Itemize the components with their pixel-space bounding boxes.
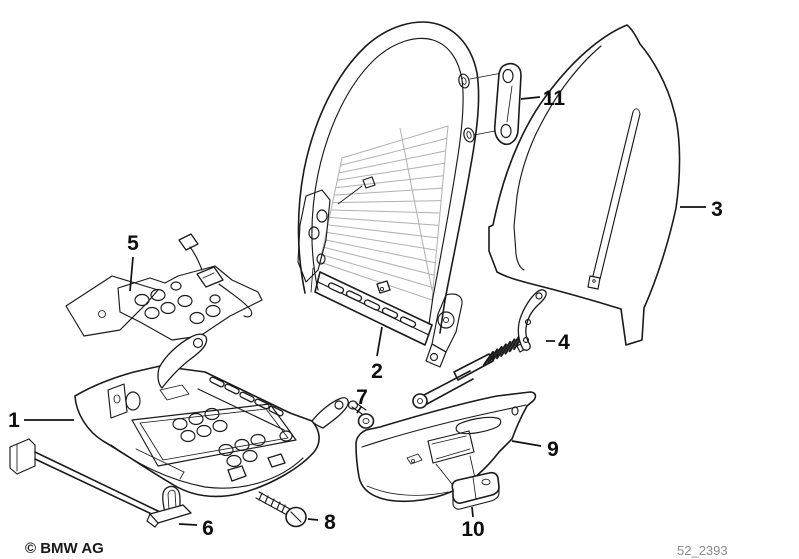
pan-left-arm bbox=[157, 333, 208, 389]
callout-4-label[interactable]: 4 bbox=[558, 331, 570, 354]
bar-right-bracket bbox=[146, 485, 192, 528]
callout-9-label[interactable]: 9 bbox=[547, 438, 559, 461]
side-trim-panel bbox=[355, 391, 537, 503]
handle-recess bbox=[455, 416, 502, 435]
callout-11-leader bbox=[520, 96, 541, 100]
mat-main bbox=[117, 265, 263, 341]
callout-7: 7 bbox=[356, 386, 368, 414]
frame-tube-outer bbox=[297, 21, 480, 334]
wire-plug bbox=[178, 233, 199, 251]
backrest-panel bbox=[488, 24, 681, 346]
backrest-frame bbox=[297, 21, 480, 368]
callout-8-label[interactable]: 8 bbox=[324, 511, 336, 534]
torsion-bar bbox=[9, 438, 192, 528]
pan-outline bbox=[74, 365, 320, 498]
pan-details bbox=[107, 383, 304, 489]
diagram-code: 52_2393 bbox=[677, 543, 728, 558]
callout-8-leader bbox=[307, 518, 319, 521]
wire-clip bbox=[337, 176, 376, 205]
panel-channel bbox=[587, 108, 641, 290]
callout-2-label[interactable]: 2 bbox=[371, 360, 383, 383]
frame-tube-inner bbox=[311, 37, 464, 325]
bolt bbox=[347, 400, 375, 429]
callout-2-leader bbox=[376, 326, 383, 357]
switch-opening bbox=[427, 430, 475, 464]
screw bbox=[255, 491, 307, 528]
seat-pan bbox=[74, 333, 349, 498]
callouts: 1 2 3 4 5 6 7 8 bbox=[8, 87, 723, 541]
callout-10: 10 bbox=[461, 506, 485, 541]
strut-spring bbox=[482, 333, 525, 367]
crossbar-tab bbox=[376, 280, 391, 294]
strut-lever bbox=[517, 289, 547, 351]
callout-7-leader bbox=[356, 406, 362, 414]
trim-outline bbox=[355, 391, 537, 503]
callout-3: 3 bbox=[680, 198, 723, 221]
callout-6: 6 bbox=[178, 517, 214, 540]
frame-right-plate bbox=[425, 293, 463, 368]
callout-9: 9 bbox=[511, 438, 559, 461]
callout-10-leader bbox=[471, 506, 474, 518]
wire-connector bbox=[196, 266, 224, 288]
callout-10-label[interactable]: 10 bbox=[461, 518, 484, 541]
callout-2: 2 bbox=[371, 326, 383, 383]
frame-left-plate bbox=[297, 189, 331, 293]
mat-wiring bbox=[178, 233, 253, 318]
bar-left-bracket bbox=[9, 438, 36, 475]
callout-5: 5 bbox=[127, 232, 139, 292]
mat-holes bbox=[134, 281, 221, 325]
pan-floor bbox=[125, 391, 297, 468]
headrest-pin-bottom bbox=[463, 127, 475, 143]
callout-11-label[interactable]: 11 bbox=[543, 87, 566, 110]
pan-back-band bbox=[197, 371, 291, 431]
headrest-pin-top bbox=[458, 73, 470, 89]
headrest-bracket bbox=[469, 62, 522, 146]
seat-switch bbox=[451, 471, 500, 510]
heating-mat bbox=[65, 233, 263, 341]
lumbar-mesh bbox=[319, 125, 449, 301]
callout-6-leader bbox=[178, 523, 198, 526]
callout-11: 11 bbox=[520, 87, 566, 110]
callout-3-label[interactable]: 3 bbox=[711, 198, 723, 221]
mat-left-flap bbox=[65, 275, 159, 337]
callout-5-label[interactable]: 5 bbox=[127, 232, 139, 255]
callout-7-label[interactable]: 7 bbox=[356, 386, 368, 409]
callout-9-leader bbox=[511, 440, 542, 447]
callout-6-label[interactable]: 6 bbox=[202, 517, 214, 540]
pan-right-arm bbox=[311, 397, 349, 429]
frame-crossbar bbox=[314, 271, 433, 346]
callout-1: 1 bbox=[8, 409, 74, 432]
connector-glyph bbox=[406, 453, 423, 465]
copyright-text: © BMW AG bbox=[25, 540, 104, 557]
callout-8: 8 bbox=[307, 511, 336, 534]
callout-1-label[interactable]: 1 bbox=[8, 409, 20, 432]
recliner-strut bbox=[412, 289, 547, 409]
callout-4: 4 bbox=[546, 331, 570, 354]
callout-5-leader bbox=[129, 256, 134, 292]
